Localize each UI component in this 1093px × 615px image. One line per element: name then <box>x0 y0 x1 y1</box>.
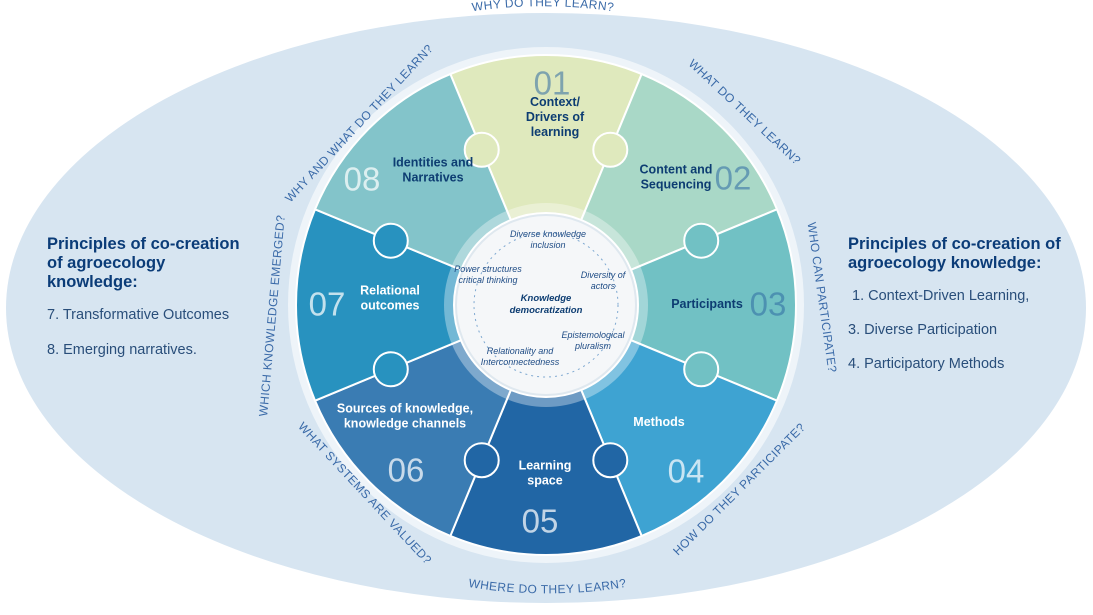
piece-number-02: 02 <box>715 160 752 197</box>
core-principle-line: Diverse knowledge <box>510 229 586 239</box>
right-principle-item: 4. Participatory Methods <box>848 356 1005 372</box>
piece-label-line: Content and <box>640 163 713 177</box>
puzzle-tab <box>372 222 409 259</box>
piece-label-line: Context/ <box>530 95 581 109</box>
piece-label-line: Relational <box>360 284 420 298</box>
question-top: WHY DO THEY LEARN? <box>471 0 615 14</box>
piece-label-line: space <box>527 474 562 488</box>
piece-label-line: knowledge channels <box>344 417 466 431</box>
core-principle-line: Diversity of <box>581 270 627 280</box>
left-principle-item: 8. Emerging narratives. <box>47 342 197 358</box>
core-principle-line: Epistemological <box>561 330 625 340</box>
piece-label-line: outcomes <box>360 299 419 313</box>
puzzle-piece-05 <box>449 388 643 556</box>
puzzle-tab <box>372 351 409 388</box>
piece-label-line: Identities and <box>393 156 474 170</box>
puzzle-piece-01 <box>449 54 643 222</box>
puzzle-piece-03 <box>629 208 797 402</box>
puzzle-piece-04 <box>579 338 779 538</box>
core-principle-line: Power structures <box>454 264 522 274</box>
piece-number-03: 03 <box>750 286 787 323</box>
piece-number-01: 01 <box>534 65 571 102</box>
right-principle-item: 1. Context-Driven Learning, <box>852 288 1030 304</box>
core-principle-line: Relationality and <box>487 346 555 356</box>
piece-label-line: Sources of knowledge, <box>337 402 473 416</box>
piece-number-07: 07 <box>309 286 346 323</box>
puzzle-piece-07 <box>295 208 463 402</box>
puzzle-pieces <box>295 54 797 556</box>
piece-number-05: 05 <box>522 503 559 540</box>
left-principle-item: 7. Transformative Outcomes <box>47 307 230 323</box>
core-principle-line: inclusion <box>530 240 565 250</box>
right-principle-item: 3. Diverse Participation <box>848 322 998 338</box>
left-principles-panel: Principles of co-creation of agroecology… <box>47 235 247 376</box>
piece-label-04: Methods <box>633 415 684 429</box>
puzzle-tab <box>683 222 720 259</box>
left-panel-title: Principles of co-creation of agroecology… <box>47 235 240 291</box>
left-principles-list: 7. Transformative Outcomes 8. Emerging n… <box>47 306 247 360</box>
core-title-line: democratization <box>510 305 583 316</box>
core-principle-line: critical thinking <box>458 275 517 285</box>
piece-label-line: Drivers of <box>526 110 585 124</box>
right-principles-panel: Principles of co-creation of agroecology… <box>848 235 1073 389</box>
puzzle-piece-08 <box>313 72 513 272</box>
piece-label-line: Sequencing <box>641 178 712 192</box>
puzzle-tab <box>592 131 629 168</box>
puzzle-piece-02 <box>579 72 779 272</box>
core-principle-line: pluralism <box>574 341 612 351</box>
core-principle-line: Interconnectedness <box>481 357 560 367</box>
right-panel-title: Principles of co-creation of agroecology… <box>848 235 1061 272</box>
right-principles-list: 1. Context-Driven Learning, 3. Diverse P… <box>848 287 1073 374</box>
piece-number-04: 04 <box>668 453 705 490</box>
puzzle-tab <box>683 351 720 388</box>
piece-label-line: Methods <box>633 415 684 429</box>
puzzle-tab <box>463 131 500 168</box>
piece-label-03: Participants <box>671 297 743 311</box>
piece-label-06: Sources of knowledge,knowledge channels <box>337 402 473 431</box>
piece-number-08: 08 <box>344 161 381 198</box>
core-circle <box>455 214 637 396</box>
core-dashed-ring <box>473 232 619 378</box>
question-bottom-text: WHERE DO THEY LEARN? <box>468 576 627 596</box>
question-bottom: WHERE DO THEY LEARN? <box>468 576 628 596</box>
piece-number-06: 06 <box>388 452 425 489</box>
piece-label-line: Learning <box>519 459 572 473</box>
core-title-line: Knowledge <box>521 293 572 304</box>
puzzle-tab <box>463 442 500 479</box>
core-principle-line: actors <box>591 281 616 291</box>
piece-label-line: learning <box>531 125 580 139</box>
puzzle-tab <box>592 442 629 479</box>
question-top-text: WHY DO THEY LEARN? <box>471 0 615 14</box>
piece-numbers: 01 02 03 04 05 06 07 08 <box>309 65 787 540</box>
puzzle-piece-06 <box>313 338 513 538</box>
piece-label-line: Participants <box>671 297 743 311</box>
piece-label-line: Narratives <box>402 171 463 185</box>
